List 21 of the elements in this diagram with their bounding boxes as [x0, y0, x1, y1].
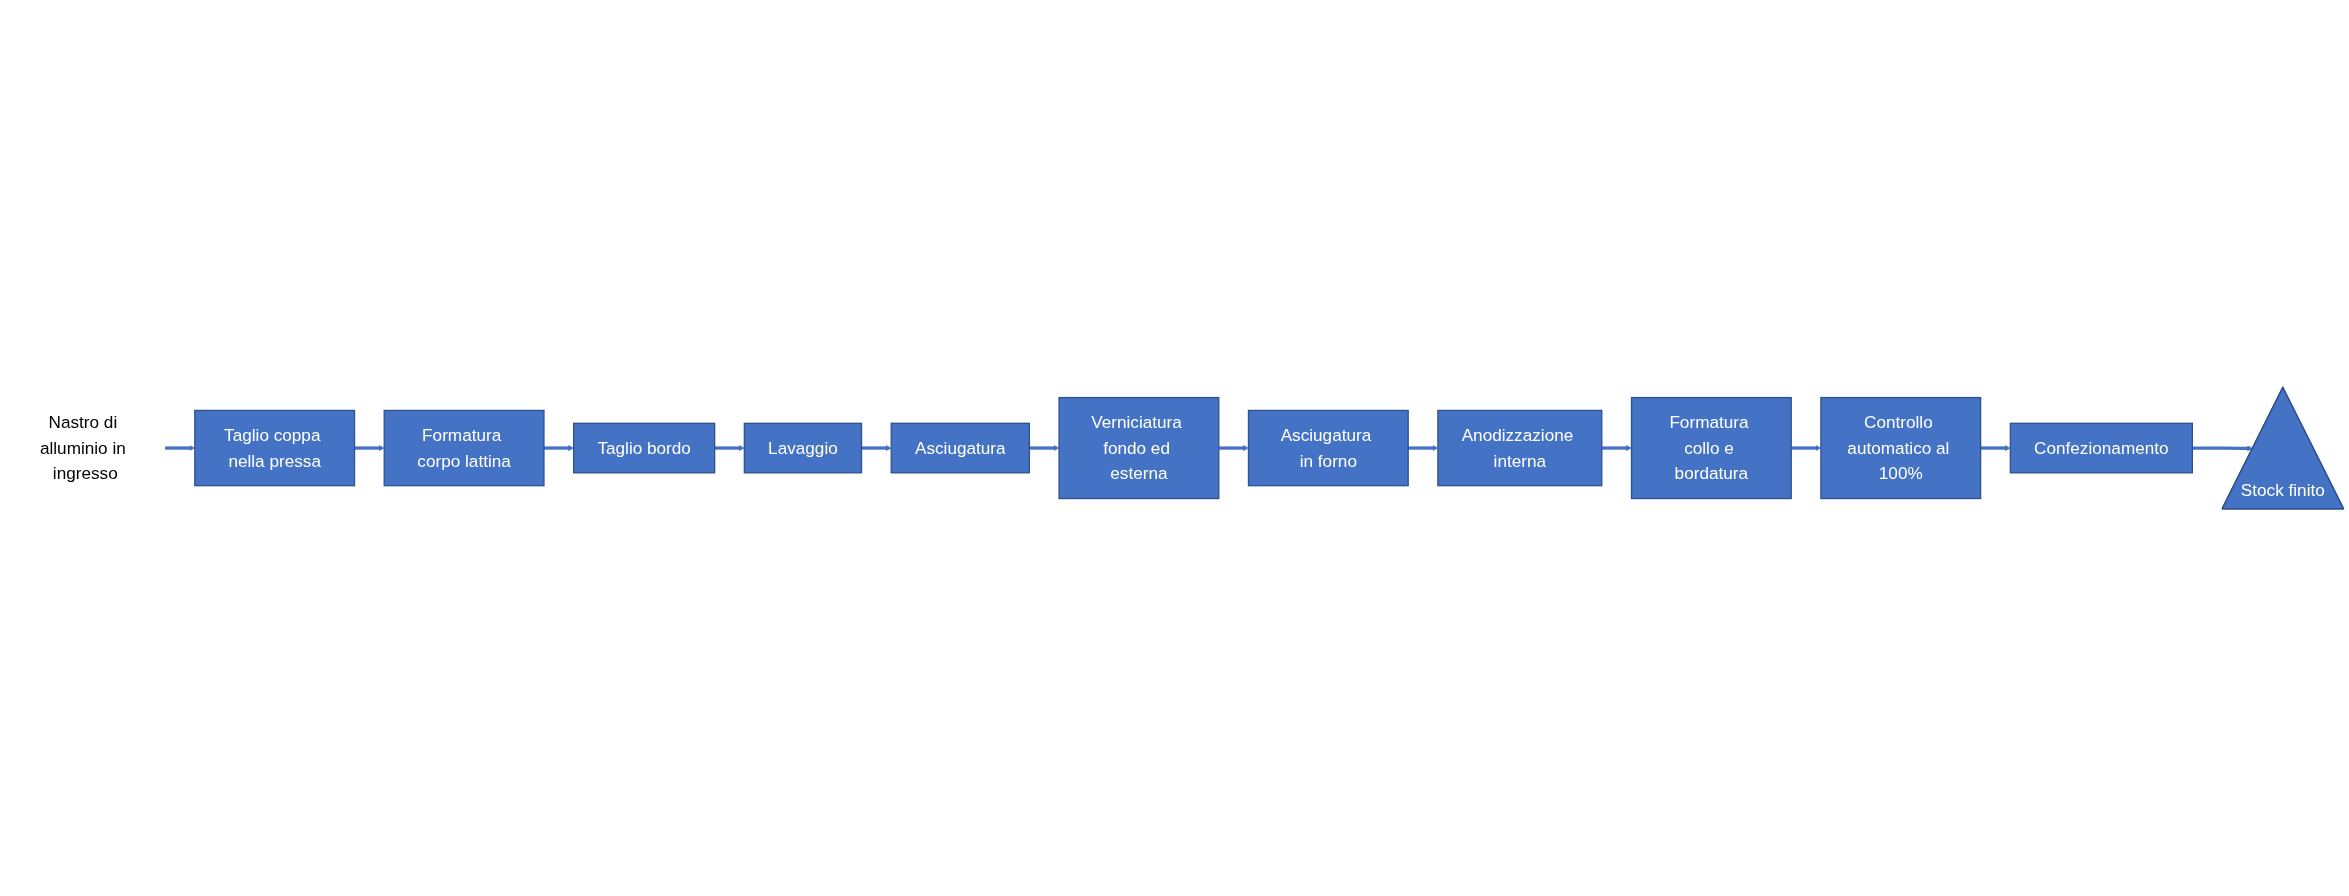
arrow — [1601, 445, 1632, 451]
arrow — [1980, 445, 2011, 451]
node-box: Controllo automatico al 100% — [1820, 396, 1982, 500]
node-box: Taglio coppa nella pressa — [194, 409, 356, 487]
node-box: Confezionamento — [2009, 422, 2193, 474]
arrow — [2192, 445, 2254, 452]
node-text: Nastro di alluminio in ingresso — [39, 412, 126, 484]
node-box: Anodizzazione interna — [1437, 409, 1603, 487]
node-box: Taglio bordo — [573, 422, 716, 474]
arrow — [1029, 445, 1060, 451]
arrow — [714, 445, 745, 451]
node-box: Lavaggio — [743, 422, 863, 474]
node-box: Formatura collo e bordatura — [1630, 396, 1792, 500]
node-box: Formatura corpo lattina — [383, 409, 545, 487]
arrow — [543, 445, 574, 451]
node-box: Asciugatura — [890, 422, 1031, 474]
arrow — [1218, 445, 1249, 451]
node-box: Verniciatura fondo ed esterna — [1058, 396, 1220, 500]
node-box: Asciugatura in forno — [1247, 409, 1409, 487]
arrow — [354, 445, 385, 451]
arrow — [861, 445, 892, 451]
